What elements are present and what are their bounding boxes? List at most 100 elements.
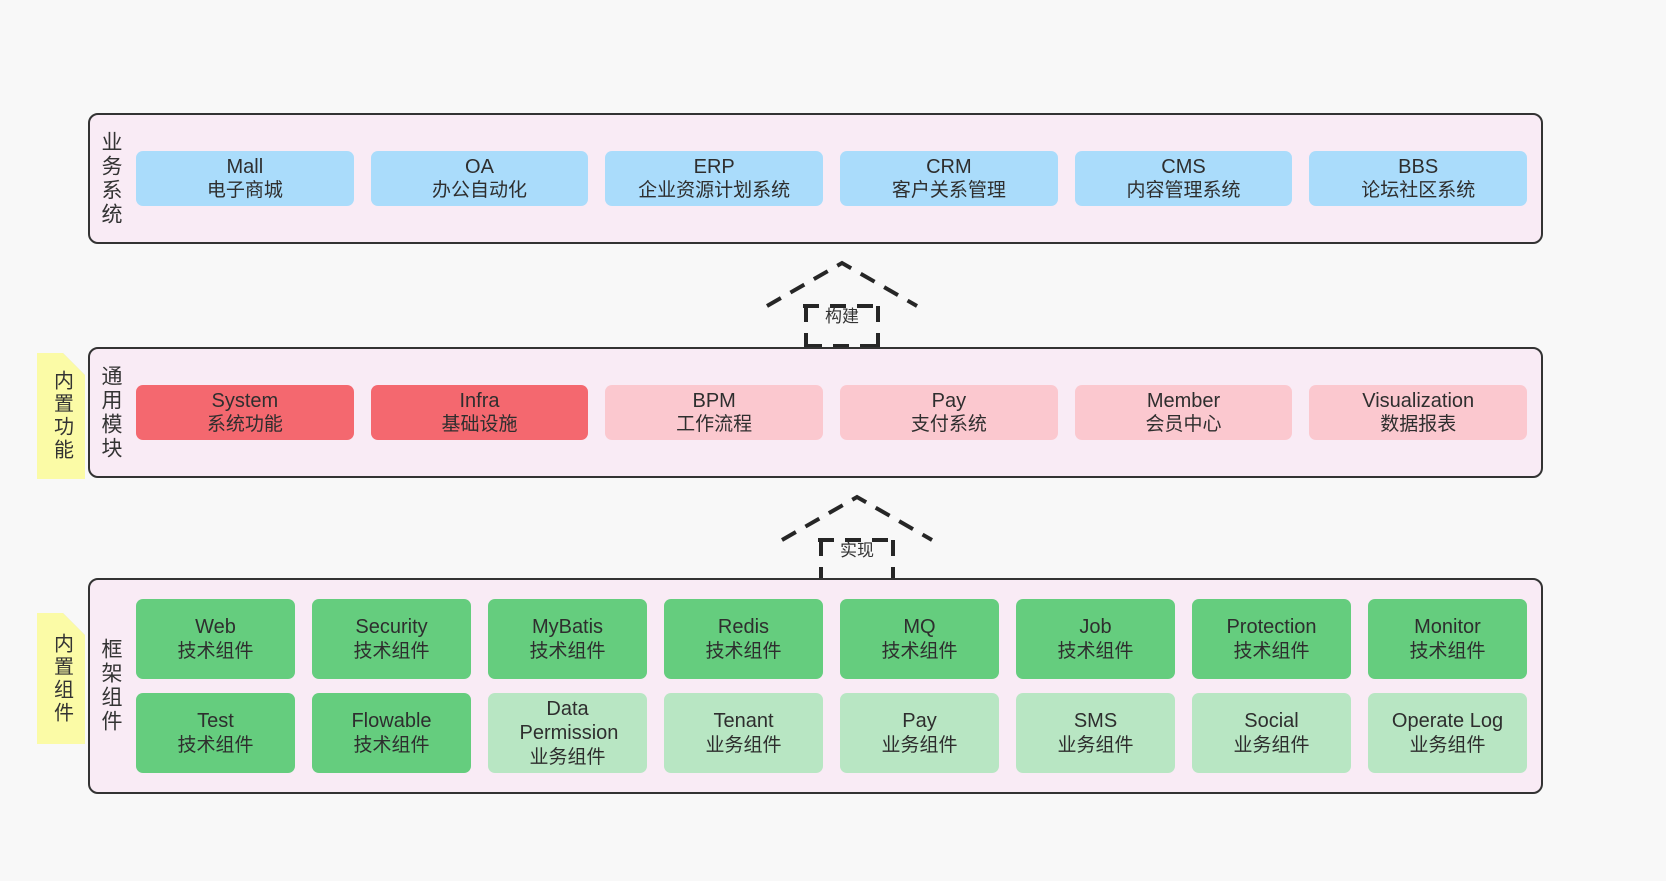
- card-title: Pay: [902, 710, 937, 733]
- card-pay-component[interactable]: Pay 业务组件: [840, 693, 999, 773]
- connector-implement: 实现: [772, 492, 942, 582]
- card-title: Visualization: [1362, 389, 1475, 412]
- card-row: System 系统功能 Infra 基础设施 BPM 工作流程 Pay 支付系统…: [136, 384, 1528, 441]
- layer-title-business-system: 业务系统: [99, 130, 123, 227]
- card-subtitle: 业务组件: [881, 734, 958, 756]
- card-flowable[interactable]: Flowable 技术组件: [312, 693, 471, 773]
- card-row: Test 技术组件 Flowable 技术组件 Data Permission …: [136, 693, 1527, 773]
- card-subtitle: 业务组件: [1233, 734, 1310, 756]
- card-redis[interactable]: Redis 技术组件: [664, 599, 823, 679]
- card-title: Redis: [717, 616, 770, 639]
- card-subtitle: 企业资源计划系统: [638, 180, 791, 202]
- layer-common-modules: 通用模块 System 系统功能 Infra 基础设施 BPM 工作流程 Pay…: [88, 347, 1543, 478]
- card-title: CRM: [926, 155, 972, 178]
- connector-build: 构建: [757, 258, 927, 348]
- card-subtitle: 业务组件: [705, 734, 782, 756]
- card-title: OA: [465, 155, 494, 178]
- card-web[interactable]: Web 技术组件: [136, 599, 295, 679]
- card-member[interactable]: Member 会员中心: [1074, 384, 1293, 441]
- note-text: 内置功能: [50, 370, 73, 462]
- card-title: BPM: [692, 389, 736, 412]
- card-visualization[interactable]: Visualization 数据报表: [1309, 384, 1528, 441]
- card-cms[interactable]: CMS 内容管理系统: [1074, 150, 1293, 207]
- note-builtin-function: 内置功能: [37, 353, 85, 479]
- layer-body-framework-components: Web 技术组件 Security 技术组件 MyBatis 技术组件 Redi…: [130, 580, 1541, 792]
- card-title: MyBatis: [531, 616, 604, 639]
- card-title: System: [211, 389, 279, 412]
- card-subtitle: 会员中心: [1145, 414, 1222, 436]
- card-title: Job: [1079, 616, 1112, 639]
- card-subtitle: 技术组件: [1233, 640, 1310, 662]
- card-title: Operate Log: [1391, 710, 1504, 733]
- card-subtitle: 技术组件: [1409, 640, 1486, 662]
- card-title: BBS: [1398, 155, 1439, 178]
- card-bpm[interactable]: BPM 工作流程: [605, 384, 824, 441]
- layer-body-common-modules: System 系统功能 Infra 基础设施 BPM 工作流程 Pay 支付系统…: [130, 349, 1541, 476]
- card-monitor[interactable]: Monitor 技术组件: [1368, 599, 1527, 679]
- card-subtitle: 电子商城: [206, 180, 283, 202]
- card-operate-log[interactable]: Operate Log 业务组件: [1368, 693, 1527, 773]
- card-title: Test: [197, 710, 234, 733]
- card-title: CMS: [1161, 155, 1206, 178]
- card-title: MQ: [903, 616, 936, 639]
- card-subtitle: 技术组件: [881, 640, 958, 662]
- card-protection[interactable]: Protection 技术组件: [1192, 599, 1351, 679]
- card-title: Flowable: [351, 710, 432, 733]
- card-subtitle: 办公自动化: [432, 180, 528, 202]
- note-text: 内置组件: [50, 632, 73, 725]
- card-tenant[interactable]: Tenant 业务组件: [664, 693, 823, 773]
- card-subtitle: 论坛社区系统: [1361, 180, 1476, 202]
- card-sms[interactable]: SMS 业务组件: [1016, 693, 1175, 773]
- card-row: Web 技术组件 Security 技术组件 MyBatis 技术组件 Redi…: [136, 599, 1527, 679]
- card-title: ERP: [693, 155, 735, 178]
- card-subtitle: 系统功能: [206, 414, 283, 436]
- card-title: Member: [1146, 389, 1221, 412]
- card-security[interactable]: Security 技术组件: [312, 599, 471, 679]
- layer-body-business-system: Mall 电子商城 OA 办公自动化 ERP 企业资源计划系统 CRM 客户关系…: [130, 115, 1541, 242]
- card-title: Protection: [1226, 616, 1317, 639]
- card-subtitle: 技术组件: [177, 734, 254, 756]
- card-test[interactable]: Test 技术组件: [136, 693, 295, 773]
- card-erp[interactable]: ERP 企业资源计划系统: [605, 150, 824, 207]
- card-subtitle: 技术组件: [353, 734, 430, 756]
- card-title: SMS: [1073, 710, 1118, 733]
- card-title: Mall: [226, 155, 264, 178]
- card-system[interactable]: System 系统功能: [136, 384, 354, 441]
- layer-business-system: 业务系统 Mall 电子商城 OA 办公自动化 ERP 企业资源计划系统 CRM…: [88, 113, 1543, 244]
- connector-label-implement: 实现: [840, 541, 874, 560]
- card-subtitle: 技术组件: [177, 640, 254, 662]
- card-pay-module[interactable]: Pay 支付系统: [840, 384, 1058, 441]
- card-title: Security: [355, 616, 428, 639]
- card-title: Tenant: [713, 710, 774, 733]
- card-crm[interactable]: CRM 客户关系管理: [840, 150, 1058, 207]
- card-oa[interactable]: OA 办公自动化: [370, 150, 589, 207]
- card-title: Pay: [931, 389, 967, 412]
- note-builtin-component: 内置组件: [37, 613, 85, 744]
- connector-label-build: 构建: [825, 307, 859, 326]
- layer-title-framework-components: 框架组件: [99, 638, 123, 734]
- card-data-permission[interactable]: Data Permission 业务组件: [488, 693, 647, 773]
- card-subtitle: 业务组件: [529, 746, 606, 768]
- card-subtitle: 业务组件: [1057, 734, 1134, 756]
- card-subtitle: 支付系统: [910, 414, 987, 436]
- card-mybatis[interactable]: MyBatis 技术组件: [488, 599, 647, 679]
- card-subtitle: 业务组件: [1409, 734, 1486, 756]
- card-subtitle: 客户关系管理: [891, 180, 1006, 202]
- card-title: Web: [195, 616, 236, 639]
- card-bbs[interactable]: BBS 论坛社区系统: [1309, 150, 1528, 207]
- card-mq[interactable]: MQ 技术组件: [840, 599, 999, 679]
- card-infra[interactable]: Infra 基础设施: [370, 384, 589, 441]
- layer-framework-components: 框架组件 Web 技术组件 Security 技术组件 MyBatis 技术组件…: [88, 578, 1543, 794]
- card-job[interactable]: Job 技术组件: [1016, 599, 1175, 679]
- card-subtitle: 技术组件: [529, 640, 606, 662]
- card-subtitle: 技术组件: [353, 640, 430, 662]
- card-social[interactable]: Social 业务组件: [1192, 693, 1351, 773]
- card-title: Social: [1244, 710, 1299, 733]
- layer-title-common-modules: 通用模块: [99, 364, 123, 461]
- card-title: Monitor: [1414, 616, 1481, 639]
- card-subtitle: 数据报表: [1380, 414, 1457, 436]
- card-subtitle: 基础设施: [441, 414, 518, 436]
- card-subtitle: 内容管理系统: [1126, 180, 1241, 202]
- card-mall[interactable]: Mall 电子商城: [136, 150, 354, 207]
